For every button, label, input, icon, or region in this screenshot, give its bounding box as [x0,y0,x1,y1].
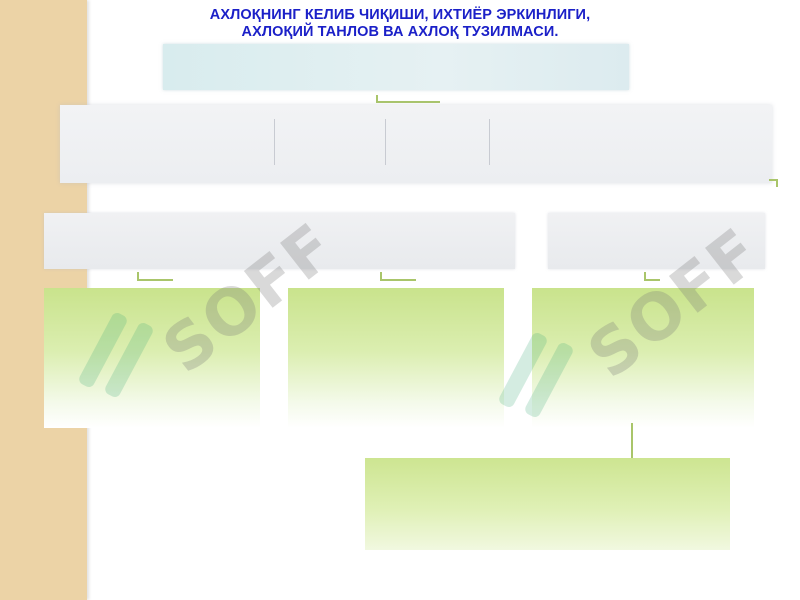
diagram-level-2-box-1 [44,213,515,269]
diagram-level-2-box-2 [548,213,765,269]
slide-title-line-2: АХЛОҚИЙ ТАНЛОВ ВА АХЛОҚ ТУЗИЛМАСИ. [241,24,559,40]
diagram-level-3-box-3 [532,288,754,428]
diagram-level-3-box-2 [288,288,504,428]
connector-green-1 [137,272,173,281]
slide-title-line-1: АХЛОҚНИНГ КЕЛИБ ЧИҚИШИ, ИХТИЁР ЭРКИНЛИГИ… [209,7,591,23]
row-separator [489,119,490,165]
row-separator [274,119,275,165]
connector-green-2 [380,272,416,281]
diagram-level-1-row [60,105,772,183]
diagram-level-3-box-1 [44,288,260,428]
connector-root [376,95,440,103]
diagram-root-box [163,44,629,90]
diagram-level-4-box [365,458,730,550]
slide-title: АХЛОҚНИНГ КЕЛИБ ЧИҚИШИ, ИХТИЁР ЭРКИНЛИГИ… [120,7,680,41]
connector-green-3 [644,272,660,281]
connector-row-right [769,179,778,187]
row-separator [385,119,386,165]
